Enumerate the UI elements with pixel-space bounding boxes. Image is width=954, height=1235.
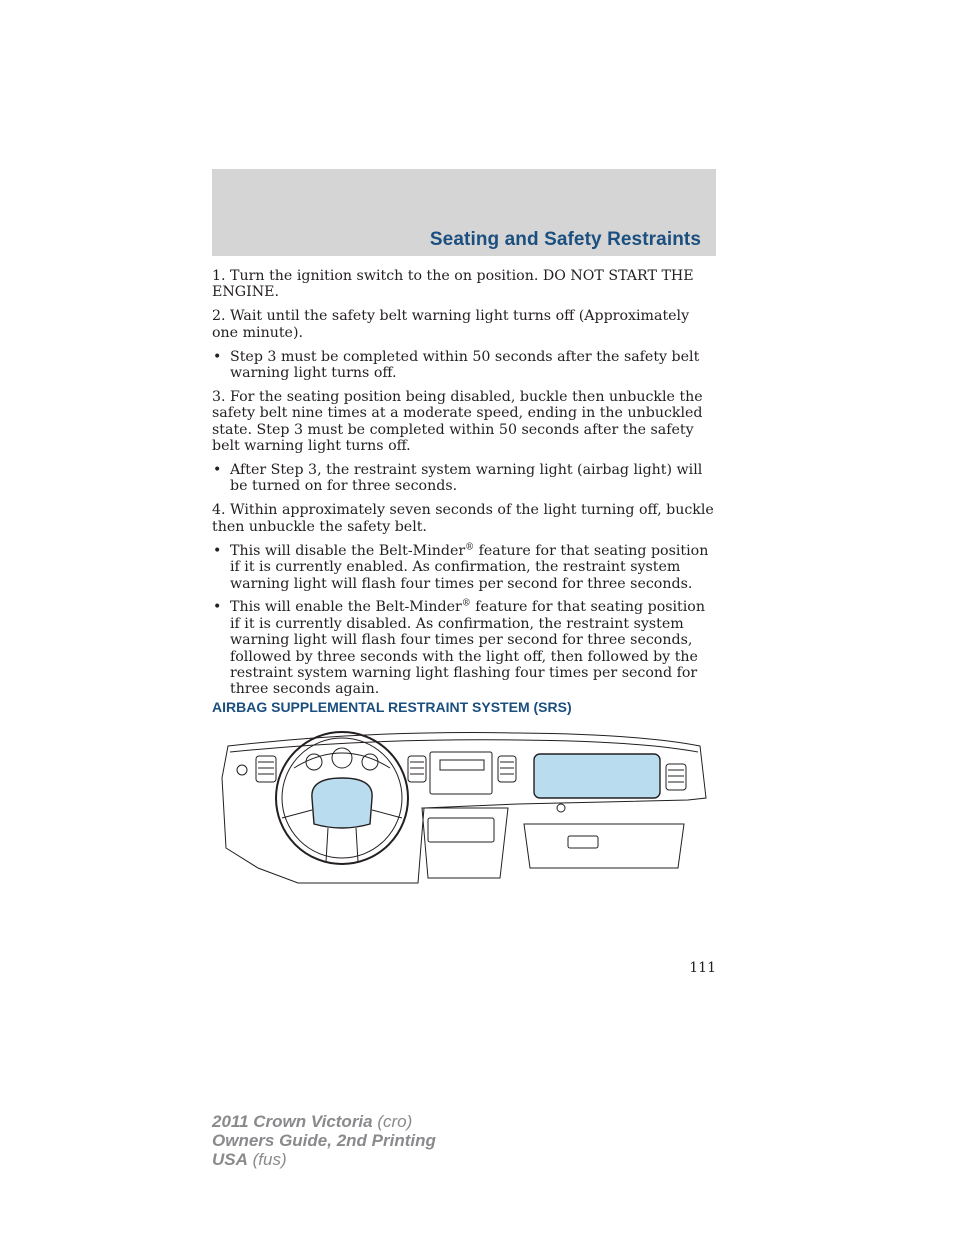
footer-model-code: (cro)	[372, 1112, 413, 1131]
bullet-text-end: feature for that seating position if it …	[230, 599, 705, 698]
dashboard-outline	[221, 732, 707, 884]
bullet-text-start: This will disable the Belt-Minder	[230, 542, 466, 559]
passenger-airbag-highlight	[533, 753, 661, 799]
left-vent	[255, 755, 277, 783]
bullet-marker: •	[213, 348, 222, 365]
glove-box-lock	[556, 803, 566, 813]
footer-market-code: (fus)	[247, 1150, 287, 1169]
footer-line-3: USA (fus)	[212, 1150, 436, 1169]
driver-airbag-highlight	[311, 777, 373, 829]
footer-model: 2011 Crown Victoria	[212, 1112, 373, 1131]
section-header-band: Seating and Safety Restraints	[212, 169, 716, 256]
dashboard-top-line	[229, 739, 699, 753]
instrument-cluster	[293, 752, 391, 769]
right-vent	[665, 763, 687, 791]
dashboard-airbag-illustration	[221, 731, 707, 884]
step-1: 1. Turn the ignition switch to the on po…	[212, 268, 694, 301]
bullet-text: This will enable the Belt-Minder® featur…	[230, 599, 716, 697]
step-2: 2. Wait until the safety belt warning li…	[212, 308, 690, 341]
glove-box	[523, 823, 685, 869]
step-4: 4. Within approximately seven seconds of…	[212, 502, 714, 535]
center-vent-left	[407, 755, 427, 783]
bullet-text: After Step 3, the restraint system warni…	[230, 462, 703, 495]
footer-market: USA	[212, 1150, 248, 1169]
bullet-marker: •	[213, 542, 222, 559]
bullet-item: • This will enable the Belt-Minder® feat…	[212, 599, 716, 697]
bullet-item: • After Step 3, the restraint system war…	[212, 462, 716, 495]
climate-control	[427, 817, 495, 843]
footer: 2011 Crown Victoria (cro) Owners Guide, …	[212, 1112, 436, 1169]
bullet-text-end: feature for that seating position if it …	[230, 542, 709, 592]
page-number: 111	[689, 960, 716, 976]
headlamp-switch	[236, 764, 248, 776]
footer-line-2: Owners Guide, 2nd Printing	[212, 1131, 436, 1150]
center-console	[421, 807, 509, 879]
bullet-text: Step 3 must be completed within 50 secon…	[230, 348, 700, 382]
body-text: 1. Turn the ignition switch to the on po…	[212, 268, 716, 705]
subheading: AIRBAG SUPPLEMENTAL RESTRAINT SYSTEM (SR…	[212, 699, 572, 715]
section-title: Seating and Safety Restraints	[429, 229, 701, 250]
radio-unit	[429, 751, 493, 795]
step-3: 3. For the seating position being disabl…	[212, 388, 703, 455]
bullet-marker: •	[213, 462, 222, 479]
steering-wheel	[275, 731, 409, 865]
registered-mark: ®	[461, 598, 471, 609]
bullet-text: This will disable the Belt-Minder® featu…	[230, 541, 716, 592]
registered-mark: ®	[465, 541, 475, 552]
bullet-item: • Step 3 must be completed within 50 sec…	[212, 349, 716, 382]
bullet-item: • This will disable the Belt-Minder® fea…	[212, 541, 716, 592]
glove-box-handle	[567, 835, 599, 849]
bullet-marker: •	[213, 599, 222, 616]
center-vent-right	[497, 755, 517, 783]
bullet-text-start: This will enable the Belt-Minder	[230, 599, 462, 616]
footer-line-1: 2011 Crown Victoria (cro)	[212, 1112, 436, 1131]
